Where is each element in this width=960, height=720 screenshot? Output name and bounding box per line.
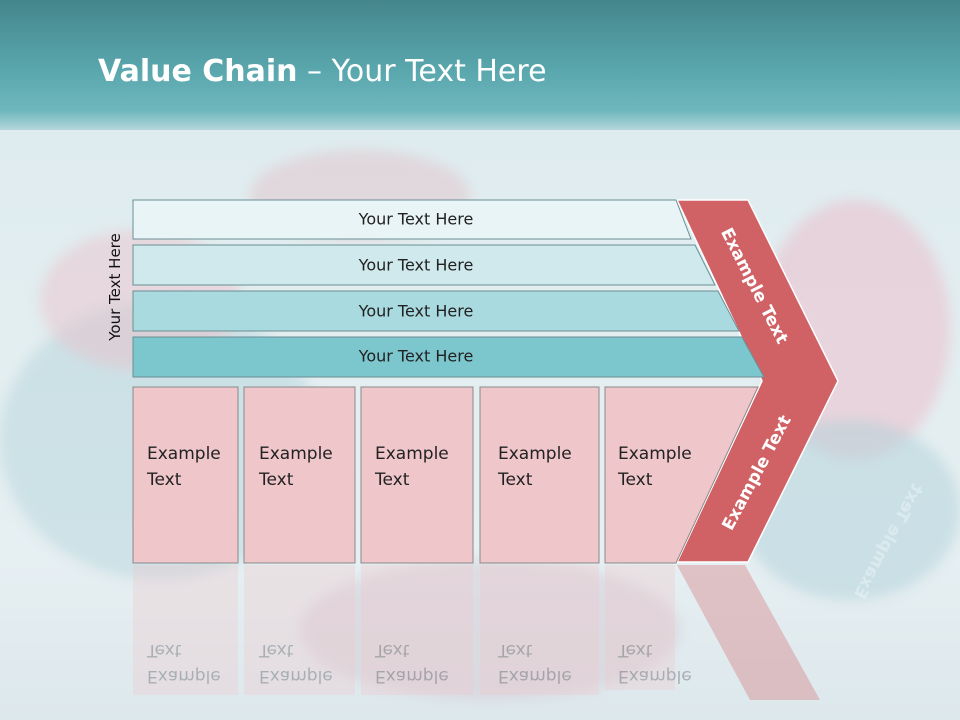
reflect-text-5b: Text xyxy=(617,640,653,660)
reflect-text-4b: Text xyxy=(497,640,533,660)
background-cup-center xyxy=(300,560,680,700)
primary-box-3-shape xyxy=(360,386,474,564)
support-row-3: Your Text Here xyxy=(132,290,740,332)
primary-box-2-line2: Text xyxy=(258,470,294,490)
slide-title: Value Chain – Your Text Here xyxy=(98,54,547,89)
primary-box-3: Example Text xyxy=(360,386,474,564)
support-row-4: Your Text Here xyxy=(132,336,765,378)
primary-box-5: Example Text xyxy=(604,386,759,564)
title-bar xyxy=(0,0,960,130)
primary-box-1-line2: Text xyxy=(146,470,182,490)
primary-box-2: Example Text xyxy=(243,386,356,564)
reflect-text-3: Example xyxy=(375,666,449,686)
support-row-2-shape xyxy=(132,244,716,286)
primary-box-5-line1: Example xyxy=(618,444,692,464)
primary-box-4: Example Text xyxy=(479,386,600,564)
support-row-2: Your Text Here xyxy=(132,244,716,286)
primary-box-1: Example Text xyxy=(132,386,239,564)
margin-chevron xyxy=(675,199,839,563)
reflect-text-2b: Text xyxy=(258,640,294,660)
reflect-text-1: Example xyxy=(147,666,221,686)
primary-box-4-line2: Text xyxy=(497,470,533,490)
title-rest: – Your Text Here xyxy=(297,54,547,89)
primary-box-3-line1: Example xyxy=(375,444,449,464)
reflect-text-1b: Text xyxy=(146,640,182,660)
primary-box-5-shape xyxy=(604,386,759,564)
primary-box-3-line2: Text xyxy=(374,470,410,490)
reflect-text-4: Example xyxy=(498,666,572,686)
primary-box-2-line1: Example xyxy=(259,444,333,464)
reflect-text-2: Example xyxy=(259,666,333,686)
primary-box-1-line1: Example xyxy=(147,444,221,464)
support-row-1-label: Your Text Here xyxy=(358,210,474,229)
reflect-text-3b: Text xyxy=(374,640,410,660)
support-row-2-label: Your Text Here xyxy=(358,256,474,275)
support-row-3-label: Your Text Here xyxy=(358,302,474,321)
primary-box-4-shape xyxy=(479,386,600,564)
primary-box-5-line2: Text xyxy=(617,470,653,490)
support-row-4-shape xyxy=(132,336,765,378)
support-row-4-label: Your Text Here xyxy=(358,347,474,366)
support-row-3-shape xyxy=(132,290,740,332)
support-row-1: Your Text Here xyxy=(132,199,692,240)
support-row-1-shape xyxy=(132,199,692,240)
primary-box-1-shape xyxy=(132,386,239,564)
primary-box-2-shape xyxy=(243,386,356,564)
primary-box-4-line1: Example xyxy=(498,444,572,464)
title-bold: Value Chain xyxy=(98,54,298,89)
reflect-margin-text: Example Text xyxy=(849,480,926,602)
reflect-text-5: Example xyxy=(618,666,692,686)
